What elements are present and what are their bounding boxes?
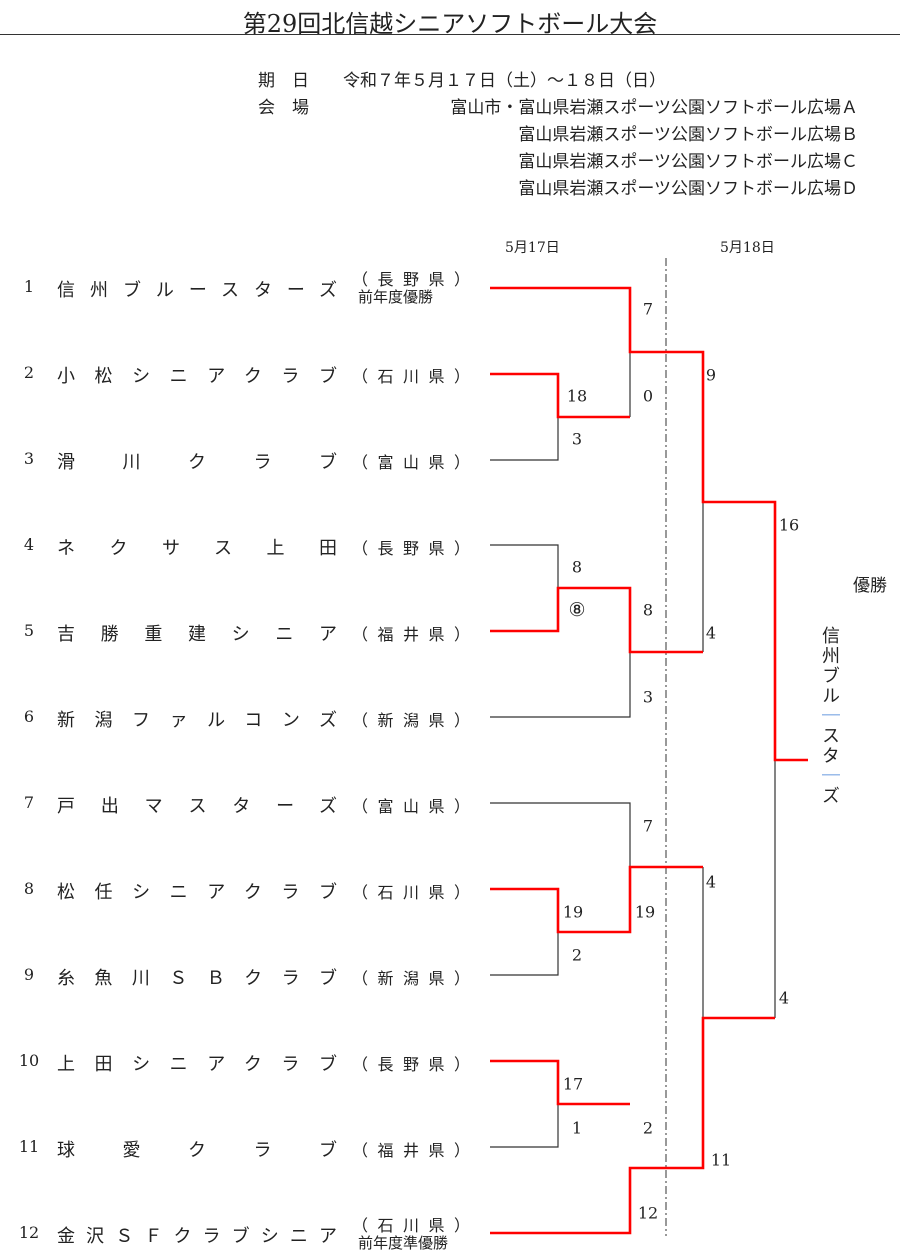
team-number: 4 — [23, 535, 35, 554]
champion-name: 信州ブル｜スタ｜ズ — [819, 626, 840, 806]
team-prefecture: （長野県） — [352, 1055, 470, 1074]
score: 7 — [642, 299, 654, 319]
team-prefecture: （福井県） — [352, 1141, 470, 1160]
score: 19 — [562, 902, 584, 922]
team-number: 8 — [23, 879, 35, 898]
team-name: 滑川クラブ — [57, 452, 337, 473]
score: 3 — [571, 429, 583, 449]
team-prefecture: （石川県） — [352, 1216, 470, 1235]
page-title: 第29回北信越シニアソフトボール大会 — [242, 10, 658, 38]
team-prefecture: （長野県） — [352, 270, 470, 289]
venue: 富山市・富山県岩瀬スポーツ公園ソフトボール広場Ａ — [450, 98, 858, 118]
score: 4 — [705, 872, 717, 892]
date-label: 期 日 — [258, 71, 309, 91]
line-team7 — [490, 802, 631, 867]
team-prefecture: （福井県） — [352, 625, 470, 644]
team-prefecture: （富山県） — [352, 453, 470, 472]
team-name: ネクサス上田 — [57, 538, 337, 559]
venue-label: 会 場 — [258, 98, 309, 118]
team-prefecture: （長野県） — [352, 539, 470, 558]
score: 8 — [642, 600, 654, 620]
team-number: 1 — [23, 277, 35, 296]
team-name: 戸出マスターズ — [57, 796, 337, 817]
team-number: 3 — [23, 449, 35, 468]
score: 16 — [778, 515, 800, 535]
score: 11 — [710, 1150, 732, 1170]
score: 17 — [562, 1074, 584, 1094]
champion-label: 優勝 — [853, 576, 887, 596]
team-name: 小松シニアクラブ — [57, 366, 337, 387]
score: 12 — [637, 1203, 659, 1223]
line-team4 — [490, 544, 559, 588]
score: 2 — [642, 1118, 654, 1138]
team-number: 7 — [23, 793, 35, 812]
team-number: 5 — [23, 621, 35, 640]
team-number: 9 — [23, 965, 35, 984]
team-number: 10 — [18, 1051, 40, 1070]
win-line-team5 — [490, 586, 703, 654]
score: 8 — [571, 557, 583, 577]
team-note: 前年度準優勝 — [358, 1234, 449, 1252]
team-number: 6 — [23, 707, 35, 726]
team-prefecture: （富山県） — [352, 797, 470, 816]
date-value: 令和７年５月１７日（土）～１８日（日） — [343, 71, 666, 91]
score: 0 — [642, 386, 654, 406]
team-name: 糸魚川ＳＢクラブ — [57, 968, 337, 989]
team-prefecture: （石川県） — [352, 883, 470, 902]
team-name: 松任シニアクラブ — [57, 882, 337, 903]
day2-header: 5月18日 — [720, 240, 775, 256]
win-line-team10 — [490, 1059, 630, 1106]
score: 7 — [642, 816, 654, 836]
score: 4 — [778, 988, 790, 1008]
win-line-team1 — [490, 286, 808, 762]
line-team11 — [490, 1104, 559, 1148]
venue: 富山県岩瀬スポーツ公園ソフトボール広場Ｂ — [518, 125, 858, 145]
venue: 富山県岩瀬スポーツ公園ソフトボール広場Ｃ — [518, 152, 858, 172]
score: 4 — [705, 623, 717, 643]
team-number: 11 — [18, 1137, 40, 1156]
score: 3 — [642, 687, 654, 707]
score: ⑧ — [568, 599, 586, 621]
team-name: 新潟ファルコンズ — [57, 710, 337, 731]
team-prefecture: （新潟県） — [352, 969, 470, 988]
score: 2 — [571, 945, 583, 965]
team-prefecture: （新潟県） — [352, 711, 470, 730]
score: 1 — [571, 1118, 583, 1138]
venue: 富山県岩瀬スポーツ公園ソフトボール広場Ｄ — [518, 179, 858, 199]
team-note: 前年度優勝 — [358, 288, 434, 306]
win-line-team8 — [490, 865, 703, 934]
score: 18 — [566, 386, 588, 406]
team-name: 球愛クラブ — [57, 1140, 337, 1161]
team-number: 2 — [23, 363, 35, 382]
day1-header: 5月17日 — [505, 240, 560, 256]
team-prefecture: （石川県） — [352, 367, 470, 386]
line-team9 — [490, 932, 559, 976]
win-line-team2 — [490, 372, 630, 419]
score: 19 — [634, 902, 656, 922]
score: 9 — [705, 365, 717, 385]
line-team3 — [490, 417, 559, 461]
win-line-team12 — [490, 1016, 775, 1235]
team-name: 信州ブルースターズ — [57, 280, 337, 301]
team-name: 吉勝重建シニア — [57, 624, 337, 645]
team-name: 金沢ＳＦクラブシニア — [57, 1226, 337, 1247]
team-number: 12 — [18, 1223, 40, 1242]
line-team6 — [490, 652, 631, 718]
title-rule — [0, 34, 900, 35]
team-name: 上田シニアクラブ — [57, 1054, 337, 1075]
